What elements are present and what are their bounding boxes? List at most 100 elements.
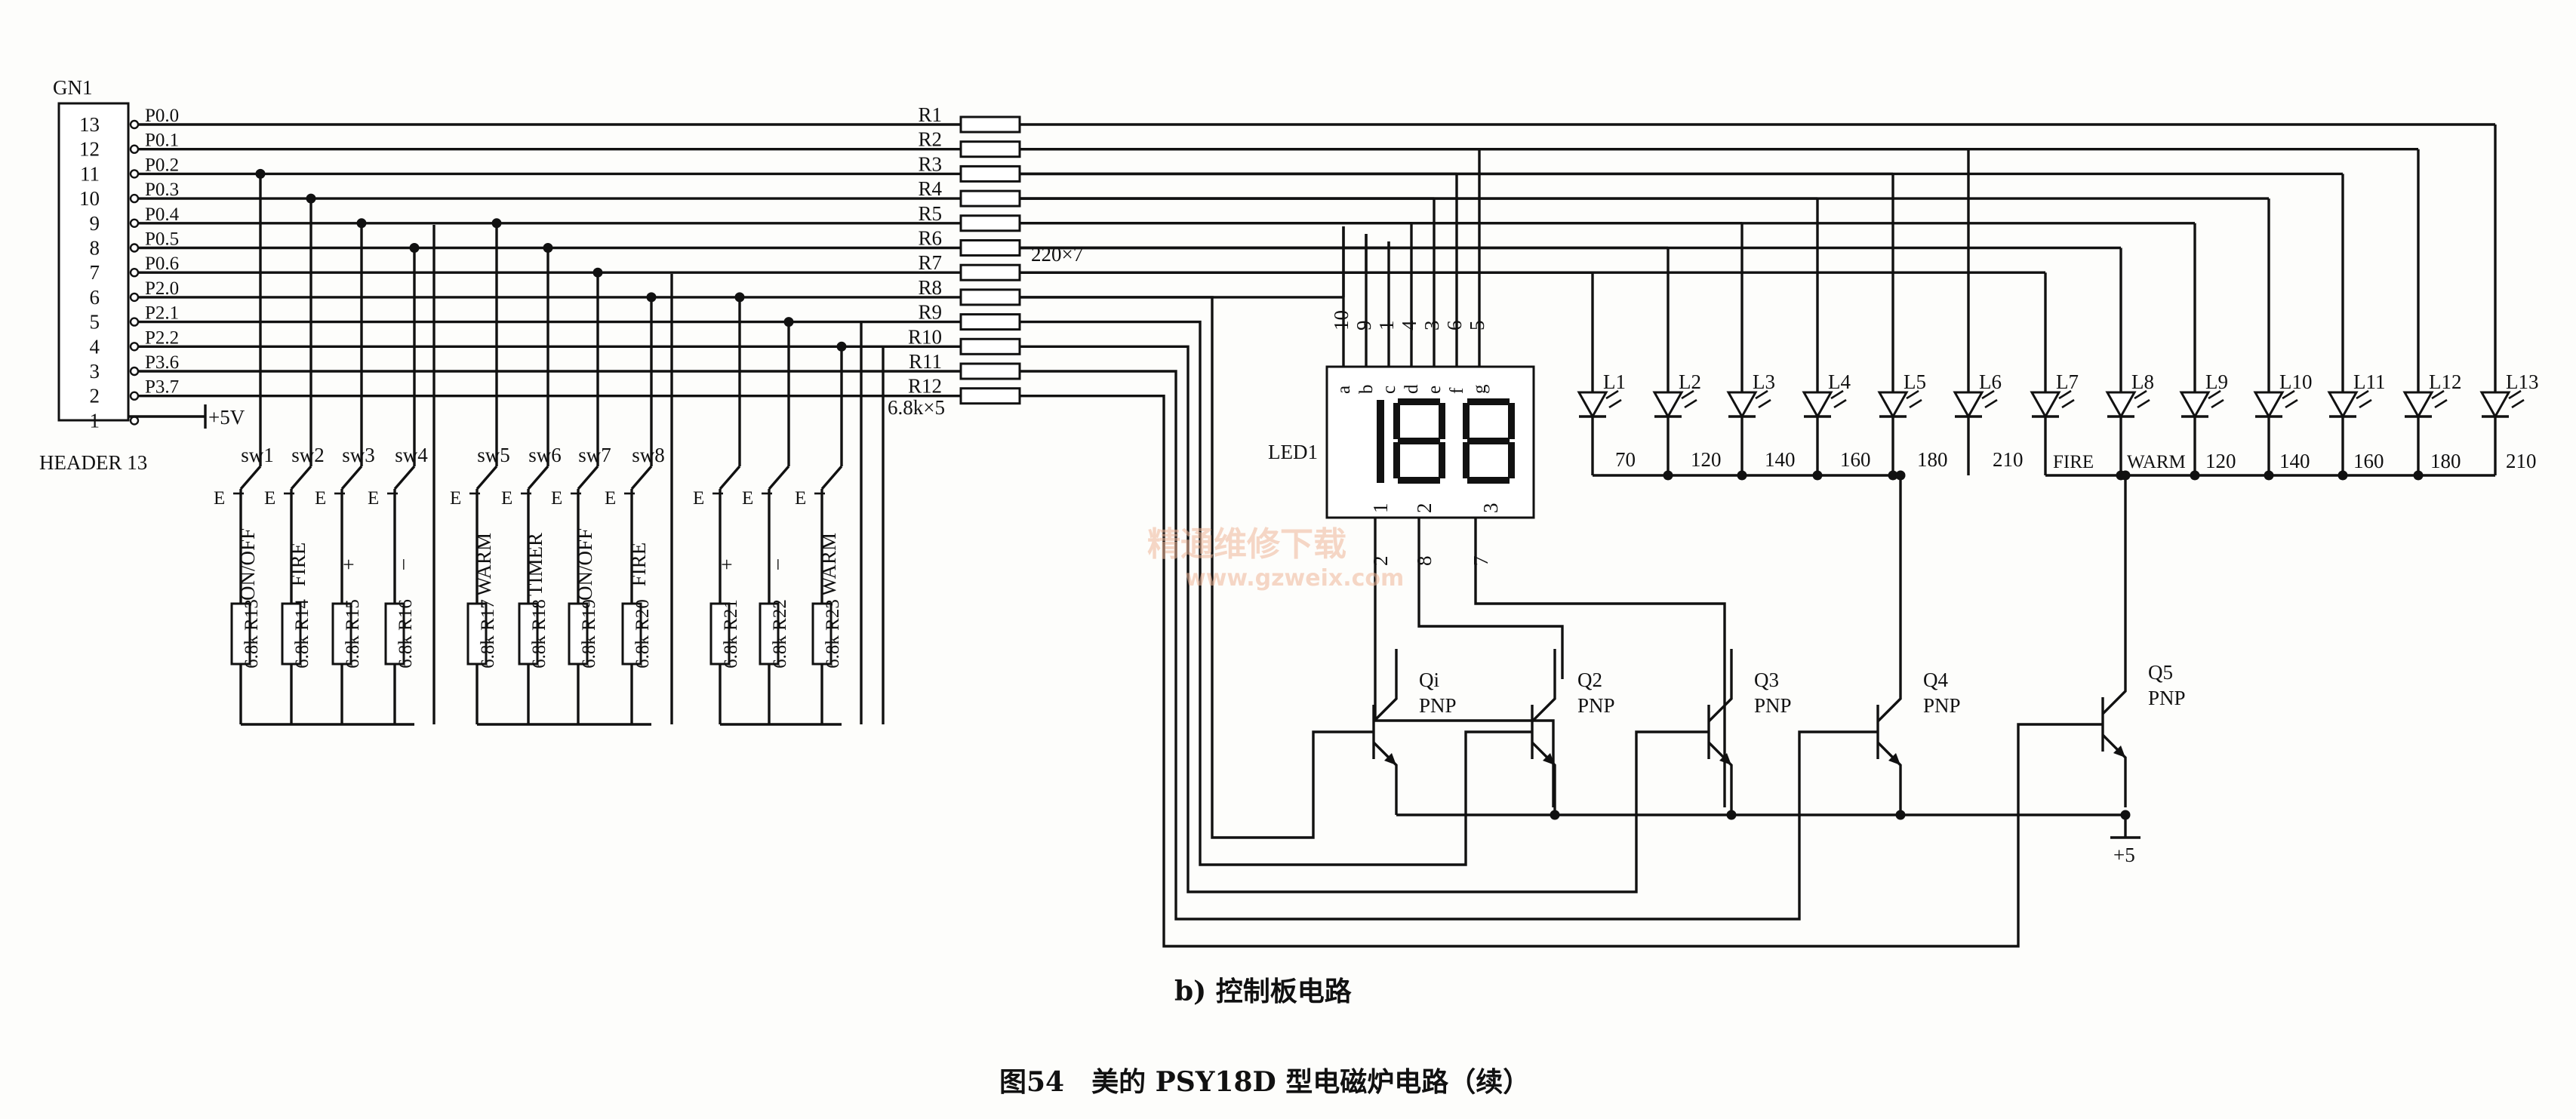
- junction-dot: [1550, 810, 1560, 820]
- junction-dot: [1895, 470, 1906, 481]
- led-arrow: [2282, 389, 2295, 400]
- header-pin-terminal: [129, 119, 140, 130]
- led-ref: L12: [2429, 370, 2462, 393]
- transistor-collector: [1531, 649, 1556, 723]
- led-arrow: [1681, 389, 1694, 400]
- led-arrow: [2434, 398, 2448, 409]
- header-port-label: P3.7: [145, 377, 179, 398]
- header-port-label: P3.6: [145, 352, 179, 373]
- header-port-label: P0.3: [145, 180, 179, 200]
- led-value-label: 140: [2279, 450, 2310, 472]
- switch-ref: sw8: [632, 444, 665, 466]
- caption-main: 图54 美的 PSY18D 型电磁炉电路（续）: [999, 1066, 1530, 1098]
- pulldown-resistor: [281, 602, 302, 666]
- array-resistor: [959, 189, 1021, 208]
- led-arrow: [2134, 389, 2147, 400]
- array-resistor-label: R10: [908, 325, 942, 348]
- pulldown-resistor: [384, 602, 405, 666]
- junction-dot: [255, 168, 266, 179]
- transistor-emitter: [1876, 741, 1902, 815]
- led-value-label: 180: [1917, 448, 1948, 471]
- led-triangle: [2402, 391, 2434, 420]
- led-arrow: [2137, 398, 2150, 409]
- pulldown-label: 6.8k R15: [343, 599, 363, 669]
- segment-letter: d: [1402, 384, 1422, 394]
- switch-ref: sw5: [477, 444, 510, 466]
- array-resistor: [959, 362, 1021, 380]
- base-drive-wire: [1020, 370, 1833, 921]
- led-arrow: [1906, 389, 1919, 400]
- header-pin-number: 11: [80, 162, 100, 185]
- junction-dot: [356, 218, 367, 229]
- junction-dot: [1663, 470, 1673, 481]
- header-pin-number: 12: [79, 138, 100, 161]
- switch-blade: [630, 465, 653, 490]
- junction-dot: [1737, 470, 1747, 481]
- header-port-label: P2.0: [145, 278, 179, 299]
- segment-bar: [1463, 442, 1470, 478]
- header-pin-terminal: [129, 193, 140, 204]
- led-value-label: 120: [1691, 448, 1722, 471]
- junction-dot: [592, 267, 603, 278]
- array-resistor: [959, 387, 1021, 405]
- led-triangle: [2030, 391, 2061, 420]
- display-pin-number: 6: [1443, 321, 1466, 331]
- switch-ref: sw2: [291, 444, 325, 466]
- segment-bar: [1463, 403, 1470, 439]
- led-value-label: 120: [2205, 450, 2236, 472]
- led-arrow: [2508, 389, 2522, 400]
- array-resistor: [959, 313, 1021, 331]
- array-resistor: [959, 214, 1021, 232]
- led-arrow: [2285, 398, 2298, 409]
- segment-bar: [1508, 403, 1515, 439]
- header-pin-terminal: [129, 218, 140, 228]
- switch-mark: E: [214, 488, 225, 509]
- led-arrow: [2061, 398, 2075, 409]
- led-ref: L2: [1679, 370, 1701, 393]
- led-ref: L5: [1904, 370, 1926, 393]
- junction-dot: [491, 218, 502, 229]
- led-arrow: [1684, 398, 1697, 409]
- pulldown-label: 6.8k R18: [529, 599, 549, 669]
- led-arrow: [2356, 389, 2369, 400]
- junction-dot: [2264, 470, 2274, 481]
- array-resistor: [959, 288, 1021, 306]
- led-value-label: WARM: [2127, 452, 2186, 472]
- array-resistor-label: R11: [909, 350, 942, 373]
- base-drive-wire: [1020, 345, 1663, 893]
- led-value-label: 210: [1993, 448, 2024, 471]
- led-arrow: [2431, 389, 2445, 400]
- header-pin-number: 9: [90, 212, 100, 235]
- junction-dot: [2190, 470, 2200, 481]
- switch-blade: [340, 465, 363, 490]
- segment-bar: [1439, 442, 1445, 478]
- display-drive-pin: 7: [1470, 556, 1492, 567]
- switch-mark: E: [264, 488, 275, 509]
- array-resistor: [959, 337, 1021, 355]
- segment-bar: [1393, 403, 1400, 439]
- header-pin-number: 8: [90, 237, 100, 260]
- transistor-arrow: [1719, 753, 1731, 765]
- switch-ref: sw1: [241, 444, 274, 466]
- junction-dot: [2413, 470, 2424, 481]
- switch-mark: E: [551, 488, 562, 509]
- transistor-collector: [1876, 649, 1902, 723]
- pulldown-resistor: [811, 602, 833, 666]
- display-pin-number: 10: [1330, 310, 1353, 330]
- transistor-ref: Q4: [1923, 669, 1948, 691]
- transistor-collector: [1707, 649, 1733, 723]
- segment-bar: [1508, 442, 1515, 478]
- transistor-emitter: [1531, 741, 1556, 815]
- array-resistor: [959, 115, 1021, 134]
- base-drive-wire: [1020, 296, 1328, 839]
- pulldown-label: 6.8k R20: [632, 599, 653, 669]
- pulldown-label: 6.8k R14: [292, 599, 312, 669]
- segment-letter: a: [1334, 386, 1354, 394]
- switch-blade: [820, 465, 843, 490]
- transistor-emitter: [1707, 741, 1733, 815]
- display-ref: LED1: [1268, 441, 1318, 463]
- header-port-label: P0.2: [145, 155, 179, 175]
- led-arrow: [1909, 398, 1922, 409]
